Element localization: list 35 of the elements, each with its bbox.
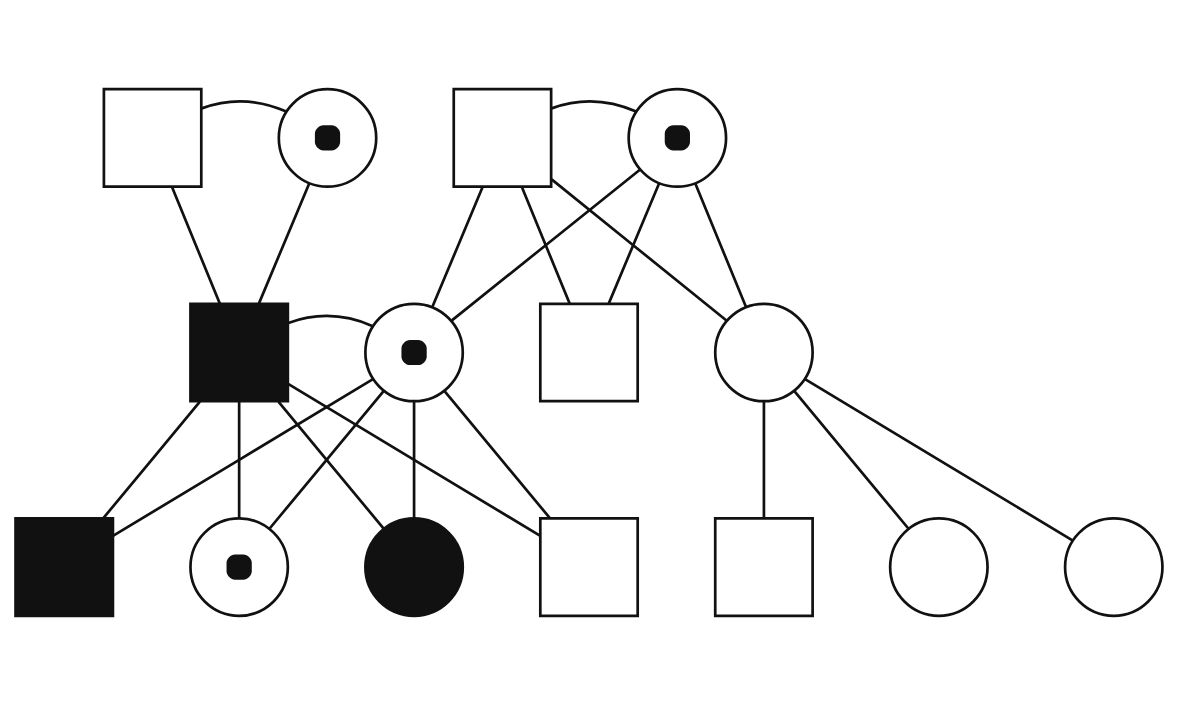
node-target	[627, 87, 728, 188]
node-block	[189, 301, 290, 403]
node-block	[14, 516, 115, 617]
connector	[443, 389, 551, 519]
connector	[520, 186, 571, 304]
connector	[257, 182, 311, 304]
node-box	[538, 301, 640, 403]
connector	[451, 167, 642, 321]
connector	[550, 177, 728, 322]
connector	[102, 400, 201, 519]
node-box	[538, 516, 640, 617]
connector	[551, 99, 637, 113]
node-box	[713, 516, 814, 617]
node-circle	[713, 301, 814, 403]
node-target	[277, 87, 378, 188]
connector	[287, 314, 374, 327]
node-box	[452, 87, 553, 188]
connector	[762, 401, 766, 518]
connector	[431, 186, 484, 308]
connector	[201, 99, 287, 113]
node-target	[364, 301, 465, 403]
connector	[287, 382, 541, 537]
node-target	[189, 516, 290, 617]
connector	[607, 182, 661, 304]
connector	[694, 182, 748, 308]
connector	[112, 377, 374, 537]
connector	[793, 389, 910, 529]
node-circle	[888, 516, 989, 617]
connector	[237, 401, 241, 518]
connector	[170, 186, 222, 304]
node-circle	[1063, 516, 1164, 617]
node-disc	[364, 516, 465, 617]
connector	[804, 377, 1074, 542]
connector	[412, 401, 416, 518]
node-box	[102, 87, 203, 188]
